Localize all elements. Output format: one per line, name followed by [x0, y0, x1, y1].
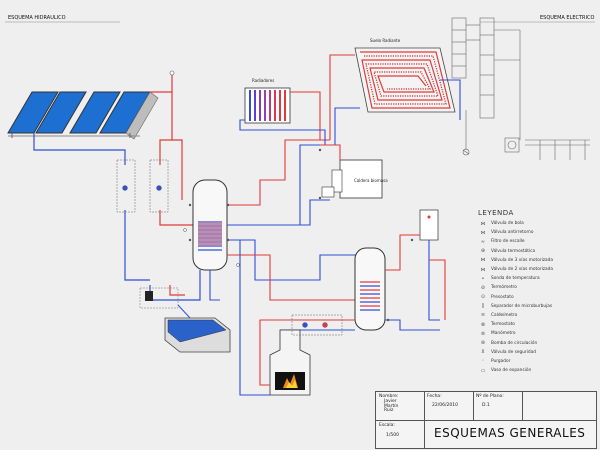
title-block: Nombre: Javier Martín Ruiz Fecha: 22/06/…	[375, 391, 597, 449]
escala-value: 1/500	[386, 433, 399, 438]
legend-symbol-icon: ⋈	[480, 220, 486, 227]
legend-item-label: Termostato	[491, 322, 515, 328]
radiant-floor: Suelo Radiante	[354, 38, 456, 113]
suelo-radiante-label: Suelo Radiante	[370, 38, 401, 43]
legend-symbol-icon: ∥	[481, 303, 485, 310]
legend-item: ⋈ Válvula antirretorno	[478, 228, 596, 237]
radiadores-label: Radiadores	[252, 78, 274, 83]
legend-item: ∥ Separador de microburbujas	[478, 302, 596, 311]
solar-pump-group	[116, 159, 169, 213]
plano-label: Nº de Plano:	[476, 394, 504, 399]
legend-symbol-icon: ⊛	[480, 340, 486, 347]
legend-item-label: Válvula termostática	[491, 248, 536, 254]
legend-symbol-icon: ⊚	[480, 330, 486, 337]
biomass-boiler: Caldera biomasa	[321, 159, 388, 199]
component-marks	[183, 148, 414, 322]
main-storage-tank	[192, 179, 228, 271]
legend-symbol-icon: ⊙	[480, 294, 486, 301]
legend-item-label: Válvula de bola	[491, 221, 524, 227]
legend-symbol-icon: ⊘	[480, 284, 486, 291]
escala-label: Escala:	[379, 423, 395, 428]
nombre-label: Nombre:	[379, 394, 399, 399]
legend-item: • Sonda de temperatura	[478, 274, 596, 283]
legend-title: LEYENDA	[478, 209, 514, 217]
legend-symbol-icon: ≋	[480, 312, 486, 319]
legend-item-label: Termómetro	[491, 285, 517, 291]
legend-item: ⊚ Manómetro	[478, 329, 596, 338]
legend-item: ≋ Caldeímetro	[478, 311, 596, 320]
legend-symbol-icon: ⋈	[480, 229, 486, 236]
fireplace	[269, 329, 311, 396]
legend: LEYENDA ⋈ Válvula de bola ⋈ Válvula antirre…	[478, 209, 596, 375]
legend-item: ⊗ Termostato	[478, 320, 596, 329]
electrical-schematic	[451, 17, 590, 160]
solar-panels	[7, 91, 159, 140]
legend-item: ⊻ Válvula de seguridad	[478, 348, 596, 357]
legend-item-label: Filtro de escalle	[491, 239, 525, 245]
drawing-title: ESQUEMAS GENERALES	[434, 426, 586, 440]
legend-item-label: Purgador	[491, 358, 511, 364]
legend-symbol-icon: ≈	[480, 238, 486, 245]
legend-item-label: Separador de microburbujas	[491, 303, 553, 309]
legend-item-label: Válvula de 3 vías motorizada	[491, 257, 554, 263]
pool	[139, 287, 231, 353]
legend-item-label: Presostato	[491, 294, 514, 300]
legend-item: ◦ Purgador	[478, 357, 596, 366]
legend-item-label: Vaso de expansión	[491, 368, 532, 374]
header-right: ESQUEMA ELECTRICO	[540, 15, 595, 21]
mixing-valve-group	[291, 314, 343, 336]
legend-item: ⊛ Bomba de circulación	[478, 338, 596, 347]
legend-item-label: Válvula antirretorno	[491, 230, 534, 236]
caldera-label: Caldera biomasa	[354, 178, 388, 183]
legend-item: ▭ Vaso de expansión	[478, 366, 596, 375]
header-left: ESQUEMA HIDRAULICO	[8, 15, 66, 21]
fecha-label: Fecha:	[427, 394, 442, 399]
legend-symbol-icon: ⊻	[481, 349, 485, 356]
legend-symbol-icon: ▭	[480, 367, 486, 374]
legend-item-label: Caldeímetro	[491, 312, 518, 318]
legend-item: ⊙ Presostato	[478, 293, 596, 302]
legend-item-label: Sonda de temperatura	[491, 276, 540, 282]
legend-item: ⊘ Termómetro	[478, 283, 596, 292]
legend-item: ≈ Filtro de escalle	[478, 237, 596, 246]
legend-symbol-icon: •	[481, 275, 485, 282]
nombre-value: Javier Martín Ruiz	[384, 399, 399, 414]
fecha-value: 22/06/2010	[432, 403, 458, 408]
water-heater	[419, 209, 439, 241]
legend-symbol-icon: ◦	[481, 358, 485, 365]
legend-item-label: Manómetro	[491, 331, 516, 337]
legend-item: ⋈ Válvula de bola	[478, 219, 596, 228]
legend-item: ⋈ Válvula de 2 vías motorizada	[478, 265, 596, 274]
legend-item: ⋈ Válvula de 3 vías motorizada	[478, 256, 596, 265]
legend-symbol-icon: ⊗	[480, 321, 486, 328]
legend-item: ⊕ Válvula termostática	[478, 247, 596, 256]
legend-item-label: Válvula de seguridad	[491, 349, 537, 355]
legend-symbol-icon: ⋈	[480, 266, 486, 273]
radiator: Radiadores	[244, 78, 291, 124]
legend-item-label: Bomba de circulación	[491, 340, 538, 346]
legend-symbol-icon: ⋈	[480, 257, 486, 264]
plano-value: D.1	[482, 403, 490, 408]
legend-symbol-icon: ⊕	[480, 248, 486, 255]
legend-item-label: Válvula de 2 vías motorizada	[491, 267, 554, 273]
dhw-storage-tank	[354, 247, 386, 331]
